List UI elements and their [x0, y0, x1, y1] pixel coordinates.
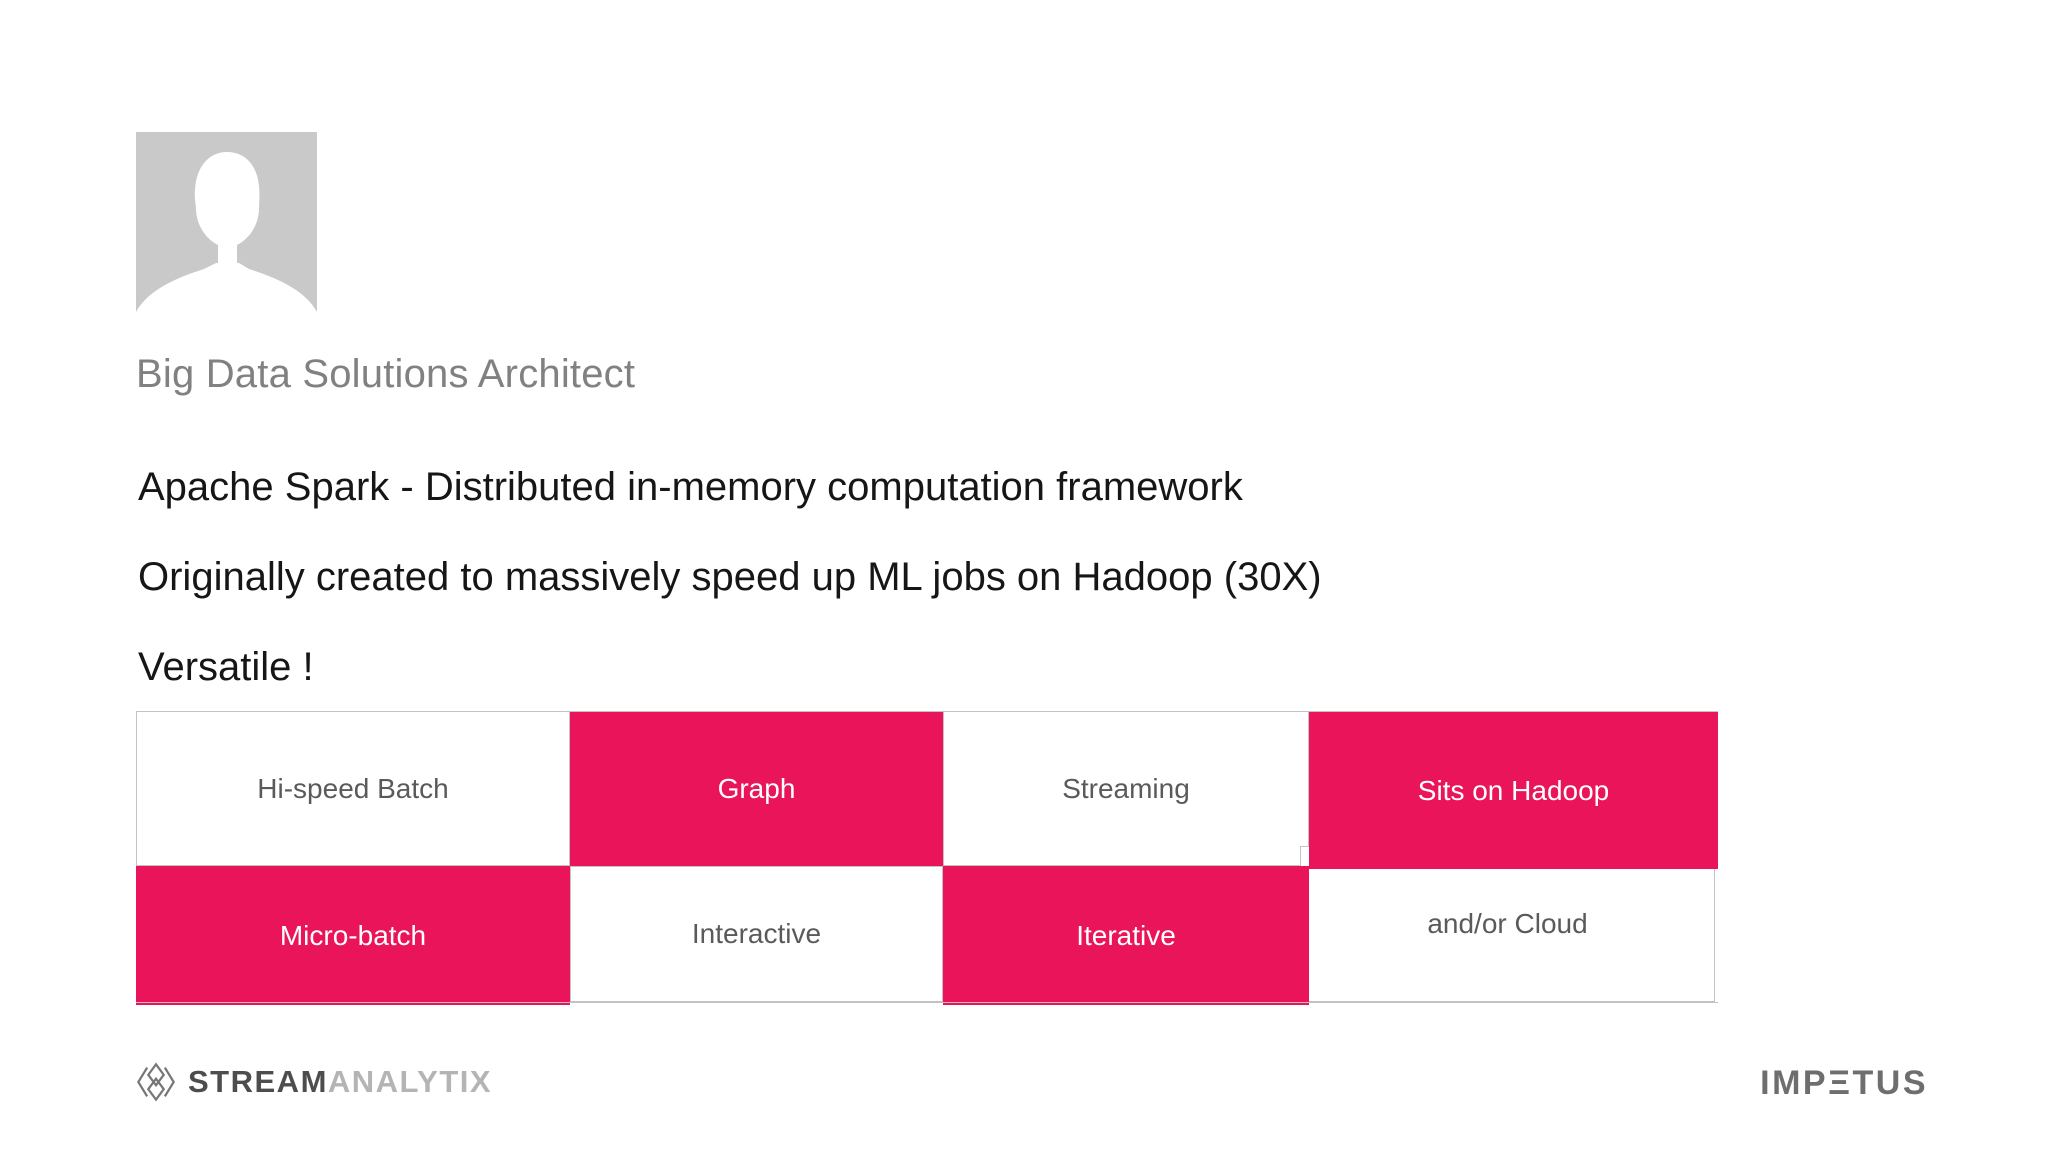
streamanalytix-wordmark-stream: STREAM [188, 1064, 328, 1099]
grid-cell-sits-on-hadoop: Sits on Hadoop [1309, 712, 1718, 869]
grid-cell-iterative: Iterative [943, 866, 1309, 1005]
grid-top-border [136, 711, 1718, 712]
grid-bottom-border [136, 1002, 1718, 1003]
grid-cell-micro-batch: Micro-batch [136, 866, 570, 1005]
diamonds-chevrons-icon [137, 1062, 175, 1102]
bullet-line-versatile: Versatile ! [138, 645, 314, 689]
role-title: Big Data Solutions Architect [136, 352, 636, 396]
bullet-line-apache-spark: Apache Spark - Distributed in-memory com… [138, 465, 1243, 509]
grid-cell-graph: Graph [570, 712, 943, 866]
grid-cell-hi-speed-batch: Hi-speed Batch [136, 711, 570, 866]
impetus-stylized-e: Ξ [1828, 1064, 1853, 1102]
avatar [136, 132, 317, 328]
streamanalytix-wordmark-analytix: ANALYTIX [327, 1064, 493, 1099]
grid-cell-streaming: Streaming [943, 711, 1309, 866]
streamanalytix-wordmark: STREAMANALYTIX [188, 1064, 492, 1100]
impetus-logo: IMPΞTUS [1760, 1064, 1928, 1103]
impetus-wordmark-imp: IMP [1760, 1064, 1829, 1102]
impetus-wordmark-tus: TUS [1852, 1064, 1928, 1102]
streamanalytix-logo: STREAMANALYTIX [136, 1061, 492, 1103]
capability-grid: Hi-speed Batch Graph Streaming Sits on H… [136, 711, 1718, 1005]
bullet-text-block: Apache Spark - Distributed in-memory com… [138, 442, 1322, 712]
person-silhouette-icon [136, 132, 317, 328]
grid-cell-interactive: Interactive [570, 866, 943, 1002]
bullet-line-originally-created: Originally created to massively speed up… [138, 555, 1322, 599]
grid-cell-and-or-cloud: and/or Cloud [1300, 846, 1715, 1002]
